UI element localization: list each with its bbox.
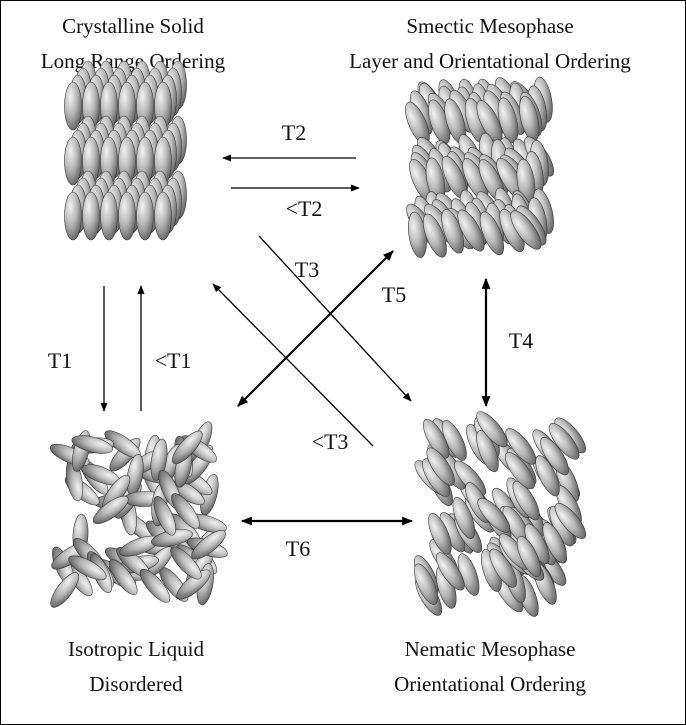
arrow-lt3 <box>213 284 373 446</box>
molecule-icon <box>137 192 154 240</box>
molecule-icon <box>65 192 82 240</box>
nematic-title: Nematic Mesophase <box>405 637 576 661</box>
label-t6: T6 <box>286 536 310 561</box>
label-lt1: <T1 <box>155 348 192 373</box>
crystalline-solid-cluster <box>65 61 187 240</box>
crystalline-subtitle: Long Range Ordering <box>41 49 226 73</box>
isotropic-liquid-cluster <box>46 419 230 611</box>
label-t4: T4 <box>509 328 533 353</box>
smectic-subtitle: Layer and Orientational Ordering <box>349 49 631 73</box>
molecule-icon <box>155 192 172 240</box>
isotropic-subtitle: Disordered <box>89 672 183 696</box>
isotropic-title: Isotropic Liquid <box>68 637 204 661</box>
nematic-subtitle: Orientational Ordering <box>394 672 586 696</box>
nematic-mesophase-cluster <box>409 407 590 619</box>
molecule-icon <box>101 192 118 240</box>
molecule-icon <box>119 192 136 240</box>
molecule-icon <box>65 82 82 130</box>
label-t1: T1 <box>48 348 72 373</box>
label-t5: T5 <box>382 282 406 307</box>
label-lt2: <T2 <box>286 196 323 221</box>
arrow-t3 <box>259 236 411 401</box>
label-t3: T3 <box>295 257 319 282</box>
label-lt3: <T3 <box>312 429 349 454</box>
smectic-mesophase-cluster <box>401 74 559 260</box>
smectic-title: Smectic Mesophase <box>406 14 573 38</box>
molecule-icon <box>65 137 82 185</box>
crystalline-title: Crystalline Solid <box>62 14 204 38</box>
molecule-icon <box>83 192 100 240</box>
label-t2: T2 <box>282 120 306 145</box>
